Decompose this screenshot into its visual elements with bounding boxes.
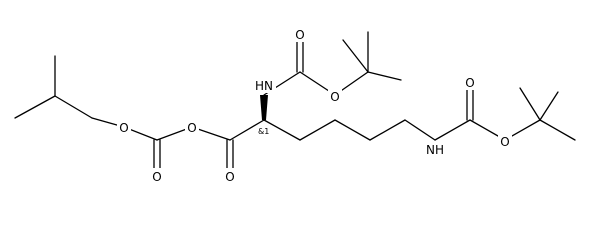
atom-oxygen: O bbox=[225, 170, 234, 184]
bond bbox=[342, 39, 369, 73]
bond bbox=[229, 119, 265, 141]
stereo-label: &1 bbox=[258, 127, 269, 136]
bond bbox=[369, 119, 406, 141]
bond bbox=[367, 71, 402, 81]
atom-oxygen: O bbox=[119, 121, 128, 135]
atom-oxygen: O bbox=[500, 135, 509, 149]
atom-labels: O O O O HN O O NH O O &1 bbox=[117, 26, 512, 184]
atom-nitrogen-alpha: HN bbox=[255, 79, 273, 93]
bond bbox=[299, 119, 336, 141]
atom-oxygen: O bbox=[187, 121, 196, 135]
bond bbox=[334, 119, 371, 141]
atom-nitrogen-epsilon: NH bbox=[426, 143, 444, 157]
atom-oxygen: O bbox=[465, 76, 474, 90]
bond bbox=[519, 87, 541, 121]
bond bbox=[539, 91, 559, 121]
bond bbox=[404, 119, 436, 141]
bonds bbox=[14, 31, 576, 173]
chemical-structure: O O O O HN O O NH O O &1 bbox=[14, 26, 576, 184]
atom-oxygen: O bbox=[330, 90, 339, 104]
bond bbox=[539, 119, 576, 141]
bond bbox=[14, 95, 56, 119]
atom-oxygen: O bbox=[295, 28, 304, 42]
bond bbox=[54, 95, 93, 119]
bond bbox=[434, 119, 471, 141]
atom-oxygen: O bbox=[152, 170, 161, 184]
stereo-wedge-bond bbox=[260, 95, 268, 120]
bond bbox=[263, 119, 301, 141]
